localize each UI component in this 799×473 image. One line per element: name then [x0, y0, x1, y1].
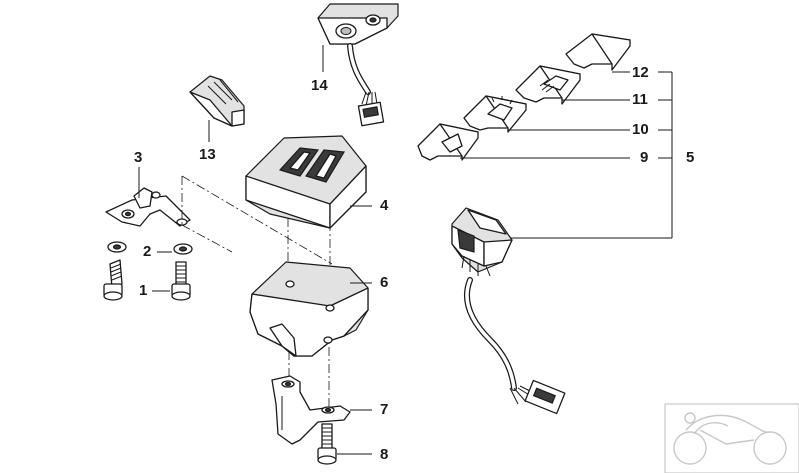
part-4-switch-housing: [245, 135, 367, 229]
label-part-7: 7: [380, 401, 389, 418]
part-6-housing-base: [249, 261, 369, 357]
part-3-bracket: [105, 187, 191, 227]
part-10-key-low-beam: [463, 95, 527, 133]
motorcycle-thumbnail-icon: [664, 403, 799, 473]
part-1-screw: [171, 261, 191, 301]
label-part-11: 11: [632, 91, 648, 108]
label-part-14: 14: [311, 77, 328, 94]
part-7-bracket-clamp: [271, 375, 351, 445]
part-13-clip: [189, 75, 245, 127]
screw-left: [103, 259, 123, 301]
part-12-key-blank: [565, 33, 631, 71]
part-11-key-high-beam: [515, 65, 581, 105]
part-8-screw: [317, 423, 337, 465]
washer-left: [107, 241, 127, 253]
label-part-4: 4: [380, 197, 389, 214]
part-9-key-horn: [417, 123, 479, 161]
label-part-1: 1: [139, 282, 148, 299]
switch-unit-with-cable: [451, 207, 566, 415]
label-part-10: 10: [632, 121, 649, 138]
label-part-8: 8: [380, 446, 389, 463]
part-14-switch-with-cable: [317, 3, 399, 127]
key-leaders: [460, 71, 673, 239]
label-part-9: 9: [640, 149, 649, 166]
part-2-washer: [173, 243, 193, 255]
label-part-3: 3: [134, 149, 143, 166]
label-part-12: 12: [632, 64, 649, 81]
label-part-2: 2: [143, 243, 152, 260]
label-part-6: 6: [380, 274, 389, 291]
label-part-5: 5: [686, 149, 695, 166]
label-part-13: 13: [199, 146, 216, 163]
